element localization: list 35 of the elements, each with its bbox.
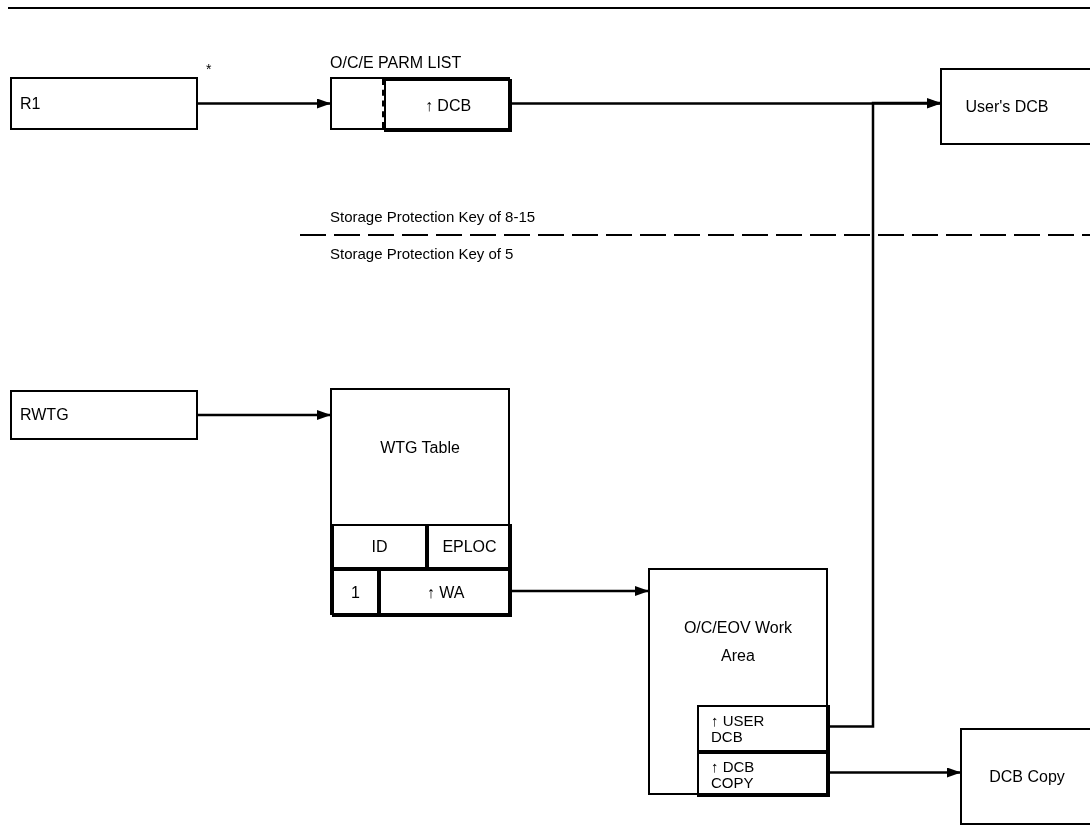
edge-label: * — [206, 60, 212, 79]
field-label: EPLOC — [441, 536, 498, 557]
arrow — [828, 767, 961, 778]
register-box — [10, 390, 198, 440]
field-label: ID — [370, 536, 389, 557]
node-label: RWTG — [20, 405, 69, 425]
table-box — [648, 568, 828, 795]
field-label: ↑ DCB — [423, 95, 473, 116]
arrow — [198, 98, 331, 109]
table-box — [330, 388, 510, 615]
node-label: R1 — [20, 93, 41, 114]
table-title: O/C/EOV Work Area — [682, 618, 794, 666]
table-field — [379, 569, 512, 617]
control-block-box — [960, 728, 1090, 825]
arrow — [198, 410, 331, 420]
pointer-field — [697, 705, 830, 752]
field-label: 1 — [350, 583, 361, 603]
arrow — [828, 98, 941, 728]
list-heading: O/C/E PARM LIST — [330, 53, 462, 73]
field-label: ↑ DCB COPY — [711, 758, 756, 791]
table-title: WTG Table — [379, 438, 461, 458]
region-label: Storage Protection Key of 8-15 — [330, 207, 536, 227]
field-label: ↑ WA — [425, 583, 466, 603]
control-block-box — [940, 68, 1090, 145]
table-field — [332, 524, 427, 569]
table-field — [427, 524, 512, 569]
node-label: User's DCB — [964, 96, 1050, 117]
pointer-field — [697, 752, 830, 797]
table-field — [384, 79, 512, 132]
register-box — [10, 77, 198, 130]
node-label: DCB Copy — [988, 766, 1066, 787]
table-field — [332, 569, 379, 617]
region-label: Storage Protection Key of 5 — [330, 244, 514, 264]
field-label: ↑ USER DCB — [711, 712, 766, 745]
arrow — [510, 586, 649, 596]
